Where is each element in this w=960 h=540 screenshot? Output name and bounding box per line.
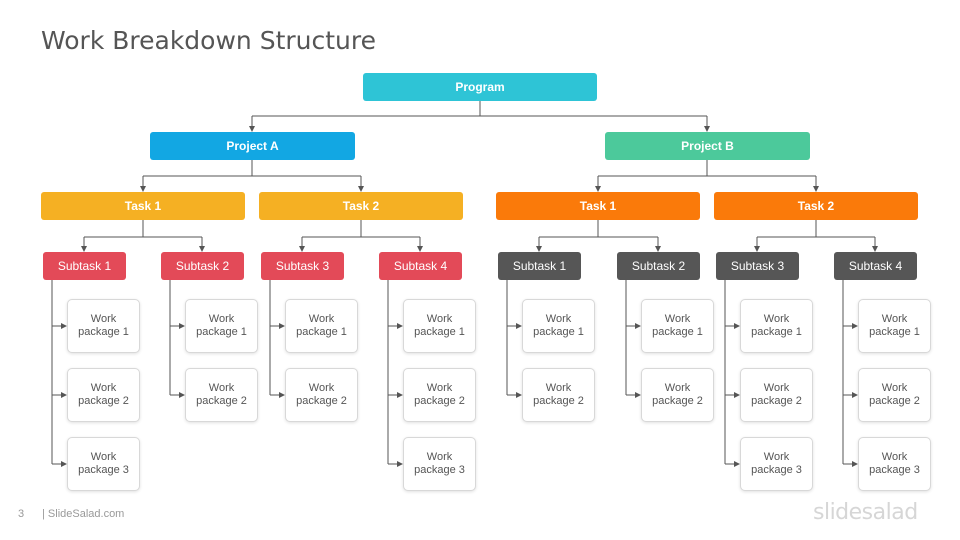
project-node: Project B <box>605 132 810 160</box>
work-package-card: Work package 2 <box>185 368 258 422</box>
work-package-card: Work package 3 <box>740 437 813 491</box>
work-package-card: Work package 1 <box>740 299 813 353</box>
work-package-card: Work package 2 <box>67 368 140 422</box>
connector-line <box>539 220 658 238</box>
subtask-node: Subtask 3 <box>716 252 799 280</box>
connector-line <box>757 220 875 238</box>
program-node: Program <box>363 73 597 101</box>
work-package-card: Work package 3 <box>67 437 140 491</box>
subtask-node: Subtask 2 <box>617 252 700 280</box>
work-package-card: Work package 1 <box>185 299 258 353</box>
connector-line <box>598 160 816 177</box>
subtask-node: Subtask 1 <box>43 252 126 280</box>
work-package-card: Work package 1 <box>858 299 931 353</box>
work-package-card: Work package 2 <box>740 368 813 422</box>
connector-line <box>143 160 361 177</box>
work-package-card: Work package 1 <box>522 299 595 353</box>
subtask-node: Subtask 3 <box>261 252 344 280</box>
page-title: Work Breakdown Structure <box>41 26 377 55</box>
work-package-card: Work package 3 <box>858 437 931 491</box>
task-node: Task 2 <box>259 192 463 220</box>
subtask-node: Subtask 4 <box>834 252 917 280</box>
task-node: Task 1 <box>496 192 700 220</box>
work-package-card: Work package 1 <box>403 299 476 353</box>
connector-line <box>84 220 202 238</box>
subtask-node: Subtask 2 <box>161 252 244 280</box>
subtask-node: Subtask 4 <box>379 252 462 280</box>
subtask-node: Subtask 1 <box>498 252 581 280</box>
connector-line <box>302 220 420 238</box>
brand-logo: slidesalad <box>813 500 918 525</box>
work-package-card: Work package 2 <box>641 368 714 422</box>
work-package-card: Work package 2 <box>858 368 931 422</box>
footer-website: | SlideSalad.com <box>42 508 125 520</box>
task-node: Task 1 <box>41 192 245 220</box>
work-package-card: Work package 1 <box>67 299 140 353</box>
work-package-card: Work package 1 <box>285 299 358 353</box>
work-package-card: Work package 2 <box>285 368 358 422</box>
task-node: Task 2 <box>714 192 918 220</box>
work-package-card: Work package 3 <box>403 437 476 491</box>
project-node: Project A <box>150 132 355 160</box>
work-package-card: Work package 2 <box>522 368 595 422</box>
work-package-card: Work package 1 <box>641 299 714 353</box>
connector-line <box>252 101 707 117</box>
work-package-card: Work package 2 <box>403 368 476 422</box>
slide-number: 3 <box>18 508 25 520</box>
